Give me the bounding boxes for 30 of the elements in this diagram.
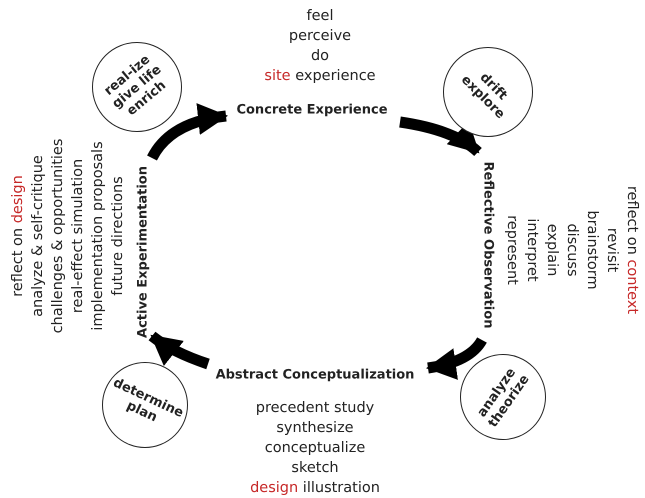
curved-arrow — [399, 116, 482, 156]
activity-text: analyze & self-critique — [29, 155, 47, 317]
activity-text: reflect on context — [623, 186, 641, 314]
activity-text: do — [310, 47, 330, 66]
activity-text: conceptualize — [264, 439, 366, 458]
activity-text: discuss — [563, 223, 581, 277]
curved-arrow — [426, 337, 487, 380]
stage-label: Reflective Observation — [480, 162, 496, 328]
activity-text: challenges & opportunities — [49, 138, 67, 334]
activity-text: brainstorm — [583, 210, 601, 290]
activity-text: sketch — [291, 459, 339, 478]
activity-text: feel — [306, 7, 334, 26]
stage-label: Concrete Experience — [236, 102, 388, 118]
activity-text: interpret — [523, 218, 541, 282]
stage-label: Active Experimentation — [136, 166, 150, 338]
activity-text: synthesize — [276, 419, 354, 438]
activity-text: revisit — [603, 228, 621, 272]
activity-text: implementation proposals — [89, 141, 107, 331]
activity-text: reflect on design — [9, 175, 27, 297]
activity-text: design illustration — [250, 479, 380, 498]
stage-label: Abstract Conceptualization — [216, 368, 414, 382]
activity-text: site experience — [264, 67, 376, 86]
activity-text: perceive — [288, 27, 352, 46]
curved-arrow — [148, 332, 210, 370]
activity-text: represent — [503, 215, 521, 285]
activity-text: future directions — [109, 176, 127, 296]
activity-text: explain — [543, 224, 561, 276]
activity-text: real-effect simulation — [69, 158, 87, 314]
curved-arrow — [147, 104, 228, 161]
activity-text: precedent study — [256, 399, 374, 418]
